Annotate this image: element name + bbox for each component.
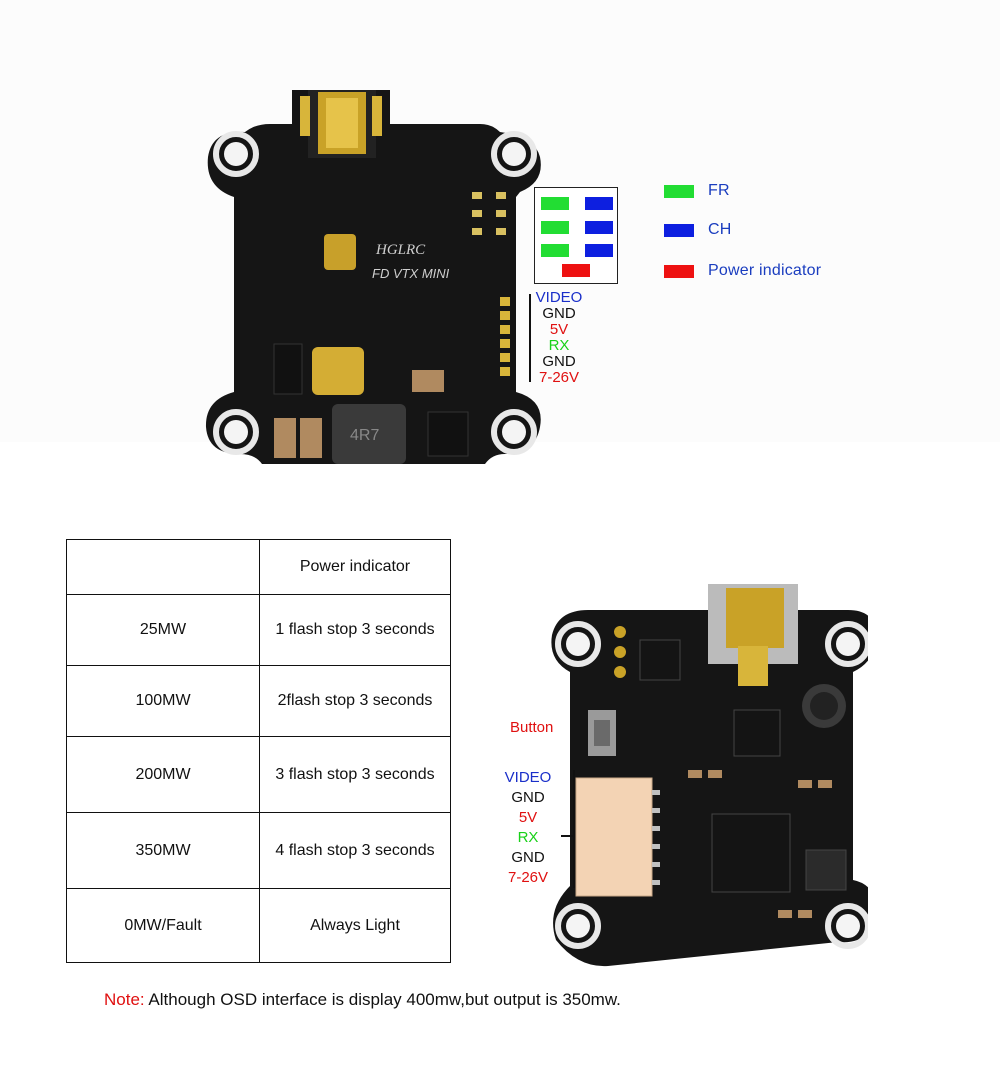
table-row: 100MW 2flash stop 3 seconds	[66, 665, 451, 737]
power-color-swatch	[664, 264, 694, 278]
pin-label-rx: RX	[517, 829, 539, 846]
pin-label-5v: 5V	[549, 321, 569, 338]
pin-label-rx: RX	[548, 337, 570, 354]
power-level-cell: 25MW	[66, 594, 260, 666]
power-level-cell: 350MW	[66, 812, 260, 889]
led-key-fr: FR	[664, 182, 730, 200]
indicator-pattern-cell: 4 flash stop 3 seconds	[259, 812, 451, 889]
table-header-cell	[66, 539, 260, 595]
led-key-label: Power indicator	[708, 262, 822, 279]
led-key-power: Power indicator	[664, 262, 821, 280]
pin-label-gnd: GND	[511, 849, 545, 866]
pin-label-gnd: GND	[511, 789, 545, 806]
vtx-board-top-view: 4R7 HGLRC FD VTX MINI	[205, 90, 541, 464]
table-row: 25MW 1 flash stop 3 seconds	[66, 594, 451, 666]
ch-led-swatch	[585, 197, 613, 210]
led-key-label: CH	[708, 221, 732, 238]
table-row: 200MW 3 flash stop 3 seconds	[66, 736, 451, 813]
ch-color-swatch	[664, 223, 694, 237]
pin-label-video: VIDEO	[535, 289, 583, 306]
vtx-board-bottom-view	[551, 584, 868, 967]
fr-led-swatch	[541, 244, 569, 257]
board2-pin-bracket-arm	[561, 835, 575, 837]
led-legend-box	[534, 187, 618, 284]
pin-label-vin: 7-26V	[507, 869, 549, 886]
table-row: 0MW/Fault Always Light	[66, 888, 451, 963]
board1-pin-labels: VIDEO GND 5V RX GND 7-26V	[532, 290, 586, 386]
fr-color-swatch	[664, 184, 694, 198]
pin-label-5v: 5V	[518, 809, 538, 826]
pin-label-gnd: GND	[542, 305, 576, 322]
table-header-row: Power indicator	[66, 539, 451, 595]
pin-label-video: VIDEO	[504, 769, 552, 786]
silkscreen-brand: HGLRC	[375, 242, 426, 258]
inductor-marking: 4R7	[350, 427, 379, 444]
note-text: Although OSD interface is display 400mw,…	[144, 990, 621, 1009]
button-label: Button	[510, 719, 554, 736]
output-power-note: Note: Although OSD interface is display …	[104, 990, 621, 1010]
fr-led-swatch	[541, 221, 569, 234]
table-row: 350MW 4 flash stop 3 seconds	[66, 812, 451, 889]
indicator-pattern-cell: 2flash stop 3 seconds	[259, 665, 451, 737]
indicator-pattern-cell: 3 flash stop 3 seconds	[259, 736, 451, 813]
silkscreen-model: FD VTX MINI	[372, 266, 450, 281]
note-label: Note:	[104, 990, 145, 1009]
led-key-label: FR	[708, 182, 730, 199]
power-indicator-table: Power indicator 25MW 1 flash stop 3 seco…	[66, 539, 451, 963]
power-level-cell: 0MW/Fault	[66, 888, 260, 963]
power-led-swatch	[562, 264, 590, 277]
indicator-pattern-cell: Always Light	[259, 888, 451, 963]
board2-pin-bracket	[573, 770, 575, 888]
pin-label-gnd: GND	[542, 353, 576, 370]
fr-led-swatch	[541, 197, 569, 210]
board2-pin-labels: VIDEO GND 5V RX GND 7-26V	[500, 768, 556, 888]
pin-label-vin: 7-26V	[538, 369, 580, 386]
indicator-pattern-cell: 1 flash stop 3 seconds	[259, 594, 451, 666]
power-level-cell: 200MW	[66, 736, 260, 813]
ch-led-swatch	[585, 244, 613, 257]
table-header-cell: Power indicator	[259, 539, 451, 595]
led-key-ch: CH	[664, 221, 732, 239]
power-level-cell: 100MW	[66, 665, 260, 737]
ch-led-swatch	[585, 221, 613, 234]
